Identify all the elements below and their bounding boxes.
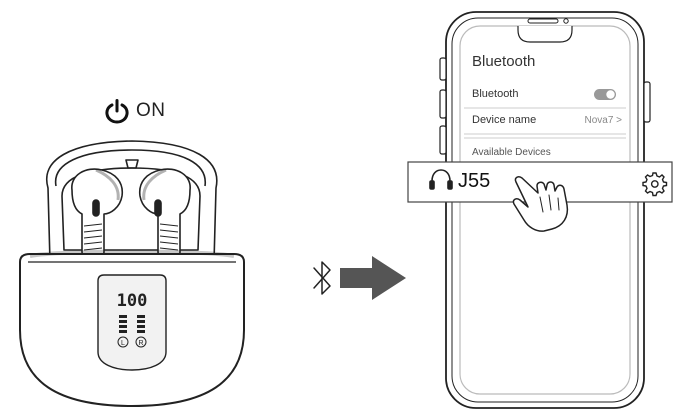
setting-device-name-value: Nova7 > [584,115,622,126]
setting-device-name-row[interactable]: Device name Nova7 > [464,110,626,132]
right-arrow-icon [340,256,406,300]
power-on-label: ON [104,96,166,126]
available-devices-header: Available Devices [472,147,551,158]
left-indicator: L [121,340,125,347]
setting-bluetooth-label: Bluetooth [472,88,519,100]
earbuds-case [19,140,245,407]
right-indicator: R [138,340,143,347]
power-on-text: ON [136,100,166,121]
setting-device-name-label: Device name [472,114,537,126]
pointing-hand-icon [512,176,569,232]
headphones-icon [429,169,453,190]
right-earbud [138,168,191,261]
right-indicator-ring [135,336,147,348]
battery-digits: 100 [117,291,148,311]
left-earbud [71,168,124,261]
device-name-label: J55 [458,170,491,192]
gear-icon[interactable] [642,172,668,197]
bluetooth-toggle[interactable] [594,89,616,100]
battery-bars [119,315,145,333]
bluetooth-icon [313,261,331,295]
left-indicator-ring [117,336,129,348]
screen-title: Bluetooth [472,53,536,70]
power-icon [105,99,129,124]
